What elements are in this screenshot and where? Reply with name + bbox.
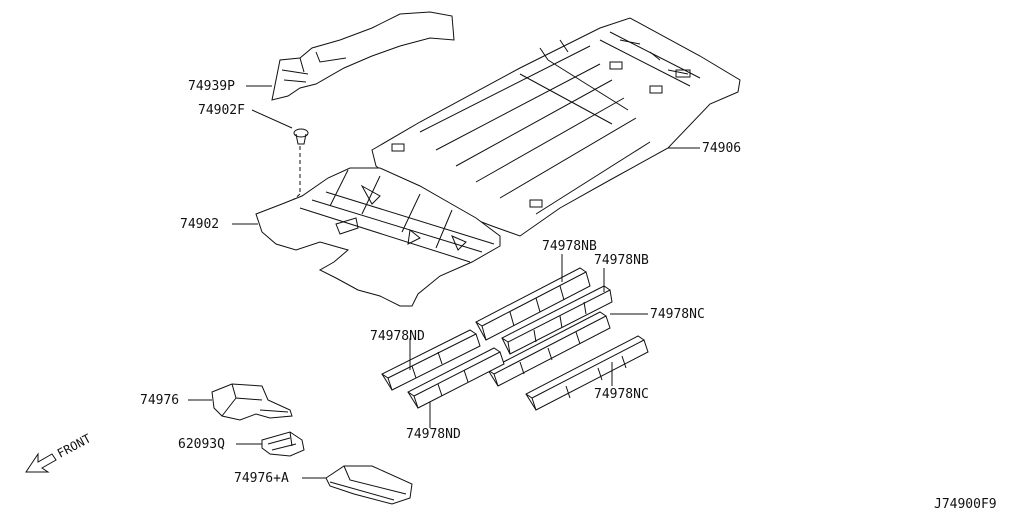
label-74978nc-2: 74978NC	[594, 387, 649, 402]
front-arrow-icon	[25, 452, 57, 473]
diagram-code: J74900F9	[934, 497, 997, 512]
label-74978nd-2: 74978ND	[406, 427, 461, 442]
front-direction-label: FRONT	[55, 431, 93, 460]
part-74978nd-bar-2	[407, 347, 505, 409]
leader-74902f	[251, 109, 293, 129]
part-74978nd-bar-1	[381, 329, 481, 391]
label-74902f: 74902F	[198, 103, 245, 118]
label-74978nd-1: 74978ND	[370, 329, 425, 344]
part-62093q-bracket	[261, 431, 305, 457]
label-74978nb-2: 74978NB	[594, 253, 649, 268]
label-74978nc-1: 74978NC	[650, 307, 705, 322]
label-74978nb-1: 74978NB	[542, 239, 597, 254]
part-74976a-cover	[325, 465, 413, 505]
label-74902: 74902	[180, 217, 219, 232]
part-74978nc-bar-2	[525, 335, 649, 411]
part-74976-insulator	[211, 383, 293, 421]
label-74976a: 74976+A	[234, 471, 289, 486]
part-74939p-shape	[271, 11, 455, 101]
label-62093q: 62093Q	[178, 437, 225, 452]
label-74976: 74976	[140, 393, 179, 408]
label-74906: 74906	[702, 141, 741, 156]
part-74978nb-bar-1	[475, 267, 591, 341]
part-74902-front-insulator	[255, 167, 501, 307]
part-74978nb-bar-2	[501, 285, 613, 355]
part-74978nc-bar-1	[487, 311, 611, 387]
label-74939p: 74939P	[188, 79, 235, 94]
